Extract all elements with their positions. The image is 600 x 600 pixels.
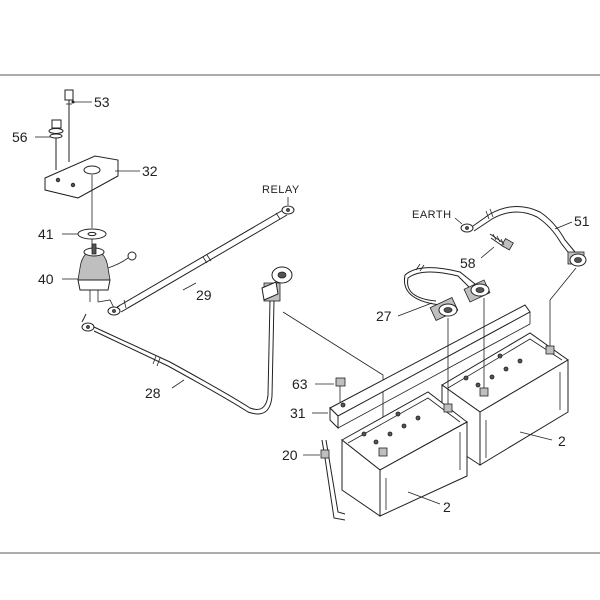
cable-28: [81, 266, 293, 415]
earth-cable-drop: [549, 267, 577, 346]
leader-dot-53: [71, 100, 75, 104]
bolt-53: [64, 89, 74, 162]
part-label-20: 20: [282, 447, 298, 463]
leader-earth: [454, 217, 463, 225]
part-label-56: 56: [12, 129, 28, 145]
part-label-2-rear: 2: [558, 433, 566, 449]
part-label-31: 31: [290, 405, 306, 421]
hold-down-bar-31: [329, 304, 531, 430]
relay-cable-29: [107, 205, 295, 316]
leader-51: [554, 221, 573, 230]
leader-2b: [519, 431, 553, 441]
earth-bolt-58: [489, 233, 514, 251]
part-label-41: 41: [38, 226, 54, 242]
part-label-63: 63: [292, 376, 308, 392]
washer-41: [77, 228, 107, 240]
part-label-32: 32: [142, 163, 158, 179]
key-switch-40: [77, 243, 137, 302]
bracket-plate-32: [44, 155, 119, 199]
relay-label: RELAY: [262, 184, 300, 196]
leader-58: [480, 246, 495, 259]
battery-front: [341, 391, 468, 517]
part-label-27: 27: [376, 308, 392, 324]
part-label-29: 29: [196, 287, 212, 303]
part-label-51: 51: [574, 213, 590, 229]
part-label-2-front: 2: [443, 499, 451, 515]
part-label-53: 53: [94, 94, 110, 110]
nut-63: [335, 377, 346, 402]
leader-27: [397, 302, 433, 317]
hook-bolt-20: [320, 439, 346, 521]
earth-cable-51: [460, 206, 587, 267]
link-cable-27: [403, 263, 491, 321]
leader-29: [182, 282, 197, 291]
leader-28: [171, 379, 185, 389]
earth-label: EARTH: [412, 209, 452, 221]
part-label-58: 58: [460, 255, 476, 271]
part-label-28: 28: [145, 385, 161, 401]
bolt-56: [48, 119, 64, 170]
leader-2a: [407, 491, 441, 505]
part-label-40: 40: [38, 271, 54, 287]
